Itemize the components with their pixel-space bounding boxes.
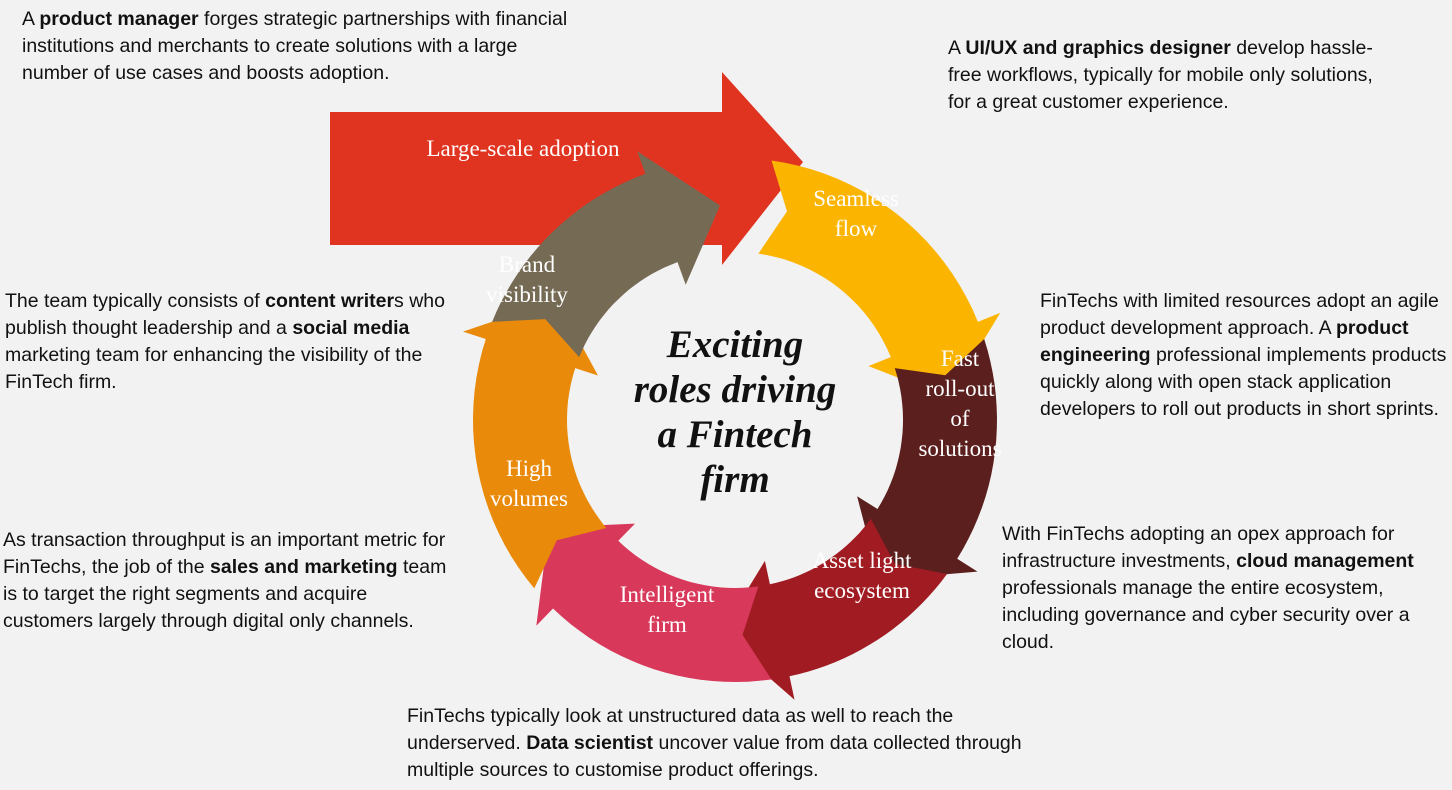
label-large-scale-adoption: Large-scale adoption [426, 134, 619, 164]
arrow-asset-light [720, 518, 947, 700]
arrow-high-volumes [463, 299, 607, 589]
desc-text: forges strategic partnerships with finan… [22, 8, 568, 84]
desc-text: team is to target the right segments and… [3, 556, 447, 632]
desc-role: product engineering [1040, 317, 1409, 366]
label-line: ecosystem [814, 578, 910, 603]
label-brand-visibility: Brand visibility [486, 250, 568, 310]
label-line: Fast [940, 346, 980, 371]
label-line: Intelligent [619, 582, 715, 607]
label-line: High [505, 456, 552, 481]
label-line: Brand [498, 252, 556, 277]
desc-sales: As transaction throughput is an importan… [3, 527, 451, 635]
label-fast-rollout: Fast roll-out of solutions [918, 344, 1001, 464]
desc-cloud: With FinTechs adopting an opex approach … [1002, 521, 1422, 656]
label-high-volumes: High volumes [490, 454, 568, 514]
desc-data-scientist: FinTechs typically look at unstructured … [407, 703, 1047, 784]
desc-text: marketing team for enhancing the visibil… [5, 344, 423, 393]
label-asset-light: Asset light ecosystem [812, 546, 911, 606]
arrow-fast-rollout [857, 339, 997, 580]
desc-text: A [22, 8, 40, 30]
desc-role: Data scientist [526, 732, 654, 754]
desc-role: content writer [265, 290, 395, 312]
desc-role: cloud management [1236, 550, 1414, 572]
arrow-seamless-flow [758, 160, 1001, 398]
desc-text: A [948, 37, 966, 59]
title-line: Exciting [666, 323, 804, 366]
desc-text: professional implements products quickly… [1040, 344, 1447, 420]
title-line: firm [700, 458, 770, 501]
label-line: solutions [918, 436, 1002, 461]
label-line: Asset light [812, 548, 912, 573]
desc-text: develop hassle-free workflows, typically… [948, 37, 1373, 113]
label-line: flow [834, 216, 878, 241]
label-line: Large-scale adoption [426, 136, 620, 161]
title-line: roles driving [633, 368, 837, 411]
desc-text: The team typically consists of [5, 290, 266, 312]
arrow-intelligent-firm [536, 523, 772, 682]
label-intelligent-firm: Intelligent firm [620, 580, 715, 640]
desc-text: As transaction throughput is an importan… [3, 529, 446, 578]
desc-product-manager: A product manager forges strategic partn… [22, 6, 582, 87]
desc-product-engineering: FinTechs with limited resources adopt an… [1040, 288, 1452, 423]
desc-role: sales and marketing [210, 556, 398, 578]
label-line: firm [647, 612, 687, 637]
desc-text: professionals manage the entire ecosyste… [1002, 577, 1410, 653]
desc-text: s who publish thought leadership and a [5, 290, 445, 339]
desc-role: UI/UX and graphics designer [965, 37, 1231, 59]
desc-text: uncover value from data collected throug… [407, 732, 1022, 781]
label-seamless-flow: Seamless flow [813, 184, 899, 244]
desc-role: product manager [39, 8, 199, 30]
label-line: of [950, 406, 970, 431]
desc-text: With FinTechs adopting an opex approach … [1002, 523, 1395, 572]
label-line: visibility [486, 282, 568, 307]
diagram-title: Exciting roles driving a Fintech firm [634, 322, 837, 502]
title-line: a Fintech [657, 413, 813, 456]
desc-text: FinTechs typically look at unstructured … [407, 705, 954, 754]
desc-text: FinTechs with limited resources adopt an… [1040, 290, 1439, 339]
desc-role: social media [292, 317, 410, 339]
arrow-brand-visibility [492, 151, 720, 358]
desc-content: The team typically consists of content w… [5, 288, 445, 396]
desc-designer: A UI/UX and graphics designer develop ha… [948, 35, 1373, 116]
label-line: Seamless [813, 186, 899, 211]
label-line: roll-out [925, 376, 995, 401]
label-line: volumes [490, 486, 568, 511]
